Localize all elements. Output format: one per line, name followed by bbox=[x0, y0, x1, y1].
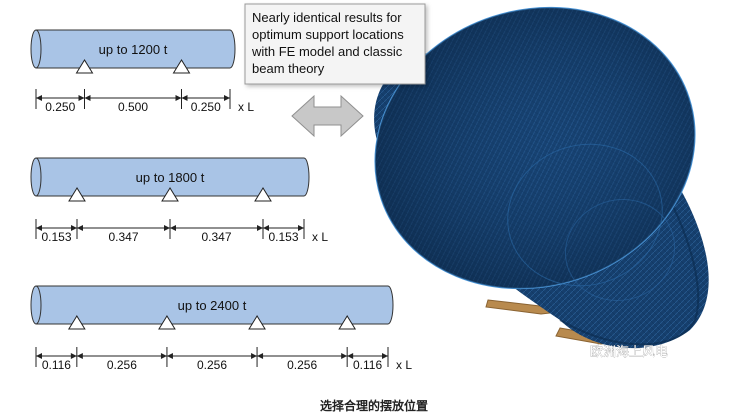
arrowhead-icon bbox=[175, 95, 182, 101]
beam-end-cap bbox=[30, 285, 42, 325]
beam-2: up to 1800 t 0.153 0.347 0.347 0.153 x L bbox=[30, 157, 328, 244]
arrowhead-icon bbox=[84, 95, 91, 101]
beam-end-cap bbox=[30, 29, 42, 69]
dimension-value: 0.153 bbox=[41, 230, 71, 244]
arrowhead-icon bbox=[257, 353, 264, 359]
support-triangle-icon bbox=[158, 315, 176, 330]
arrowhead-icon bbox=[164, 225, 170, 231]
callout-line-3: with FE model and classic bbox=[251, 44, 403, 59]
callout-line-4: beam theory bbox=[252, 61, 325, 76]
callout-line-1: Nearly identical results for bbox=[252, 10, 402, 25]
support-triangle-icon bbox=[248, 315, 266, 330]
arrowhead-icon bbox=[76, 353, 83, 359]
callout-box: Nearly identical results for optimum sup… bbox=[244, 3, 426, 85]
support-triangle-icon bbox=[338, 315, 357, 330]
arrowhead-icon bbox=[256, 225, 263, 231]
beam-label: up to 1800 t bbox=[136, 170, 205, 185]
dimension-value: 0.500 bbox=[118, 100, 148, 114]
arrowhead-icon bbox=[71, 225, 78, 231]
dimension-value: 0.347 bbox=[201, 230, 231, 244]
beam-label: up to 2400 t bbox=[178, 298, 247, 313]
arrowhead-icon bbox=[382, 353, 388, 359]
watermark: 欧洲海上风电 bbox=[566, 343, 668, 361]
support-triangle-icon bbox=[254, 187, 272, 202]
arrowhead-icon bbox=[78, 95, 85, 101]
dimension-value: 0.116 bbox=[42, 358, 71, 372]
beam-body bbox=[35, 29, 236, 69]
arrowhead-icon bbox=[251, 353, 258, 359]
support-triangle-icon bbox=[68, 187, 86, 202]
double-arrow-icon bbox=[291, 94, 364, 138]
dimension-value: 0.116 bbox=[353, 358, 382, 372]
arrowhead-icon bbox=[347, 353, 354, 359]
arrowhead-icon bbox=[298, 225, 304, 231]
arrowhead-icon bbox=[341, 353, 348, 359]
wechat-icon bbox=[566, 343, 588, 361]
dimension-value: 0.250 bbox=[45, 100, 75, 114]
arrowhead-icon bbox=[36, 225, 42, 231]
arrowhead-icon bbox=[181, 95, 188, 101]
beam-body bbox=[35, 285, 394, 325]
arrowhead-icon bbox=[160, 353, 167, 359]
beam-3: up to 2400 t 0.116 0.256 0.256 0.256 0.116 x L bbox=[30, 285, 412, 372]
dimension-value: 0.256 bbox=[107, 358, 137, 372]
callout-line-2: optimum support locations bbox=[252, 27, 404, 42]
beam-body bbox=[35, 157, 310, 197]
support-triangle-icon bbox=[172, 59, 191, 74]
beam-1: up to 1200 t 0.250 0.500 0.250 x L bbox=[30, 29, 254, 114]
beam-end-cap bbox=[30, 157, 42, 197]
dimension-value: 0.153 bbox=[268, 230, 298, 244]
arrowhead-icon bbox=[36, 95, 42, 101]
dimension-unit: x L bbox=[312, 230, 328, 244]
arrowhead-icon bbox=[224, 95, 230, 101]
watermark-text: 欧洲海上风电 bbox=[590, 344, 668, 359]
dimension-value: 0.250 bbox=[191, 100, 221, 114]
arrowhead-icon bbox=[262, 225, 269, 231]
arrowhead-icon bbox=[70, 353, 77, 359]
dimension-unit: x L bbox=[396, 358, 412, 372]
arrowhead-icon bbox=[36, 353, 42, 359]
support-triangle-icon bbox=[75, 59, 94, 74]
dimension-value: 0.256 bbox=[197, 358, 227, 372]
caption: 选择合理的摆放位置 bbox=[320, 398, 428, 413]
support-triangle-icon bbox=[67, 315, 86, 330]
dimension-value: 0.347 bbox=[108, 230, 138, 244]
arrowhead-icon bbox=[166, 353, 173, 359]
dimension-unit: x L bbox=[238, 100, 254, 114]
arrowhead-icon bbox=[77, 225, 84, 231]
pipe-illustration bbox=[374, 6, 709, 349]
dimension-value: 0.256 bbox=[287, 358, 317, 372]
support-triangle-icon bbox=[161, 187, 179, 202]
beam-label: up to 1200 t bbox=[99, 42, 168, 57]
arrowhead-icon bbox=[170, 225, 176, 231]
